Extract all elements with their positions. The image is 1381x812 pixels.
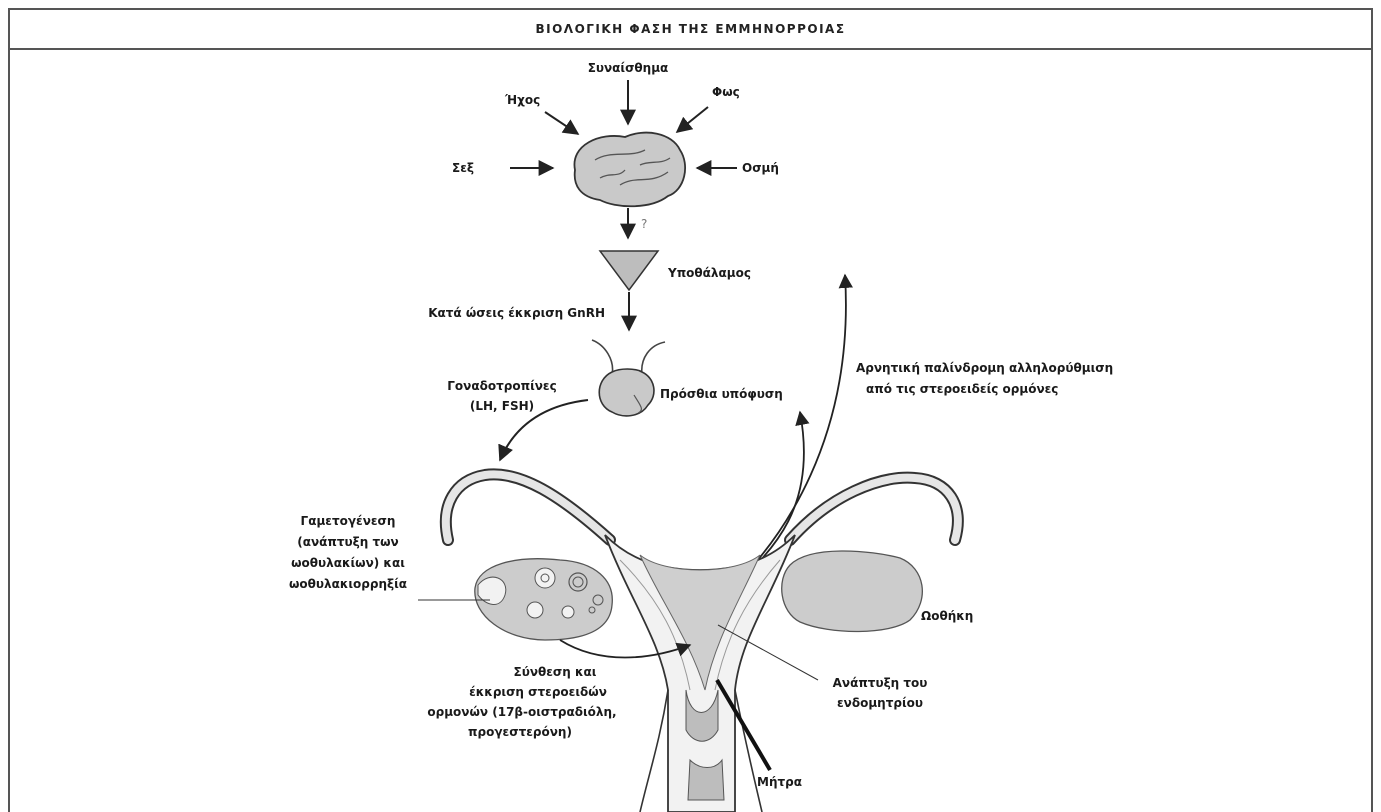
label-uterus: Μήτρα (757, 775, 802, 789)
pituitary-illustration (592, 340, 665, 416)
hypothalamus-triangle (600, 251, 658, 290)
uterus-illustration (446, 474, 958, 812)
arrow-sound (545, 112, 578, 134)
label-hypothalamus: Υποθάλαμος (667, 266, 751, 280)
label-gonadotropins-2: (LH, FSH) (470, 399, 534, 413)
label-endometrium-2: ενδομητρίου (837, 696, 923, 710)
label-endometrium-1: Ανάπτυξη του (833, 676, 928, 690)
label-gametogenesis-2: (ανάπτυξη των (297, 535, 398, 549)
label-gnrh: Κατά ώσεις έκκριση GnRH (428, 306, 605, 320)
right-ovary-illustration (782, 551, 923, 632)
label-light: Φως (712, 85, 740, 99)
brain-illustration (574, 133, 685, 207)
label-synthesis-1: Σύνθεση και (514, 665, 597, 679)
label-touch: Σεξ (452, 161, 474, 175)
label-sound: Ήχος (504, 93, 540, 107)
label-synthesis-3: ορμονών (17β-οιστραδιόλη, (427, 705, 616, 719)
label-synthesis-2: έκκριση στεροειδών (469, 685, 607, 699)
label-pituitary: Πρόσθια υπόφυση (660, 387, 783, 401)
label-senses: Συναίσθημα (588, 61, 669, 75)
label-gametogenesis-3: ωοθυλακίων) και (291, 556, 405, 570)
label-feedback-1: Αρνητική παλίνδρομη αλληλορύθμιση (856, 361, 1113, 375)
label-gametogenesis-1: Γαμετογένεση (301, 514, 396, 528)
left-ovary-illustration (475, 559, 612, 640)
label-gametogenesis-4: ωοθυλακιορρηξία (289, 577, 407, 591)
label-gonadotropins-1: Γοναδοτροπίνες (447, 379, 556, 393)
label-synthesis-4: προγεστερόνη) (468, 725, 572, 739)
arrow-light (677, 107, 708, 132)
label-ovary: Ωοθήκη (921, 609, 973, 623)
label-question-mark: ? (641, 217, 647, 231)
label-feedback-2: από τις στεροειδείς ορμόνες (866, 382, 1058, 396)
label-smell: Οσμή (742, 161, 779, 175)
